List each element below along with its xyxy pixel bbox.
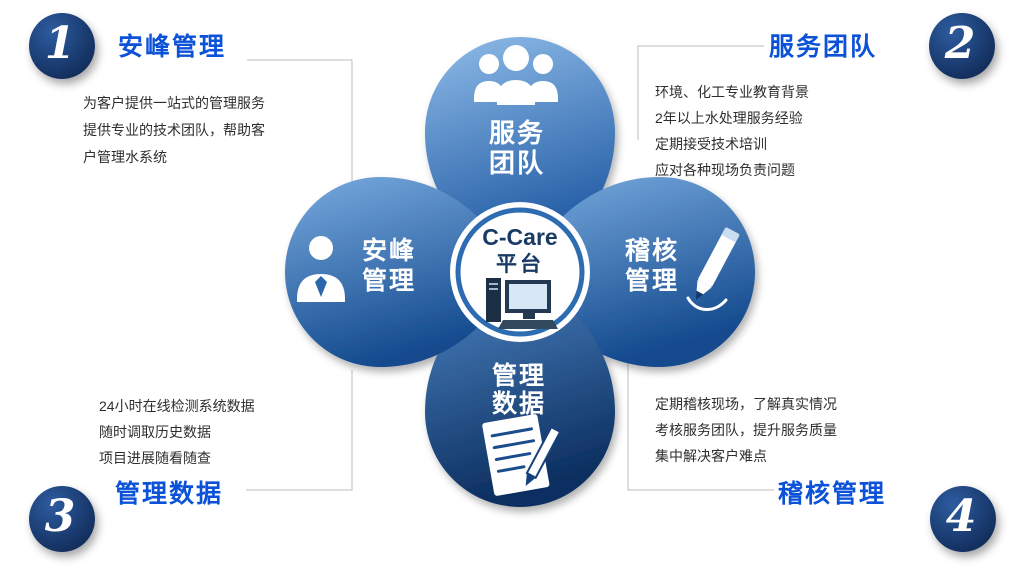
text-line: 为客户提供一站式的管理服务 [83,95,265,111]
text-line: 应对各种现场负责问题 [655,162,795,178]
text-line: 24小时在线检测系统数据 [99,398,255,414]
connector-top-right [637,45,764,140]
connector-bottom-left [246,370,353,491]
number-badge-2: 2 [929,13,995,79]
text-line: 随时调取历史数据 [99,424,211,440]
number-badge-3: 3 [29,486,95,552]
desktop-computer-icon [486,278,558,329]
number-2: 2 [944,18,976,69]
document-pen-icon [482,414,562,496]
text-line: 环境、化工专业教育背景 [655,84,809,100]
text-line: 户管理水系统 [83,149,167,165]
text-line: 考核服务团队，提升服务质量 [655,422,837,438]
text-line: 定期稽核现场，了解真实情况 [655,396,837,412]
text-line: 集中解决客户难点 [655,448,767,464]
petal-left-label-line1: 安峰 [362,236,416,265]
number-3: 3 [44,491,76,542]
petal-top-label-line1: 服务 [489,118,545,148]
text-block-management-data: 24小时在线检测系统数据 随时调取历史数据 项目进展随看随查 [99,393,255,471]
text-block-audit-management: 定期稽核现场，了解真实情况 考核服务团队，提升服务质量 集中解决客户难点 [655,391,837,469]
text-line: 项目进展随看随查 [99,450,211,466]
pencil-icon [686,227,740,311]
petal-top-label-line2: 团队 [489,148,545,178]
text-block-service-team: 环境、化工专业教育背景 2年以上水处理服务经验 定期接受技术培训 应对各种现场负… [655,79,809,183]
heading-management-data: 管理数据 [115,480,224,508]
center-subtitle: 平台 [496,252,544,276]
heading-anfeng-management: 安峰管理 [118,33,227,61]
number-1: 1 [44,18,76,69]
number-badge-1: 1 [29,13,95,79]
connector-lines [246,45,774,491]
text-line: 2年以上水处理服务经验 [655,110,803,126]
center-title: C-Care [482,224,557,250]
petal-left-label-line2: 管理 [362,266,416,295]
text-block-anfeng-management: 为客户提供一站式的管理服务 提供专业的技术团队，帮助客 户管理水系统 [83,90,265,171]
petal-left-shape [285,177,520,367]
number-badge-4: 4 [930,486,996,552]
connector-top-left [247,59,353,192]
petal-right-label-line2: 管理 [625,266,679,295]
petal-right-label-line1: 稽核 [625,236,679,265]
text-line: 提供专业的技术团队，帮助客 [83,122,265,138]
heading-audit-management: 稽核管理 [778,480,887,508]
number-4: 4 [945,491,977,542]
text-line: 定期接受技术培训 [655,136,767,152]
petal-bottom-label-line1: 管理 [492,361,546,390]
team-people-icon [474,45,558,105]
petal-bottom-label-line2: 数据 [492,390,546,418]
heading-service-team: 服务团队 [769,33,878,61]
person-icon [297,236,345,302]
connector-bottom-right [627,352,774,491]
